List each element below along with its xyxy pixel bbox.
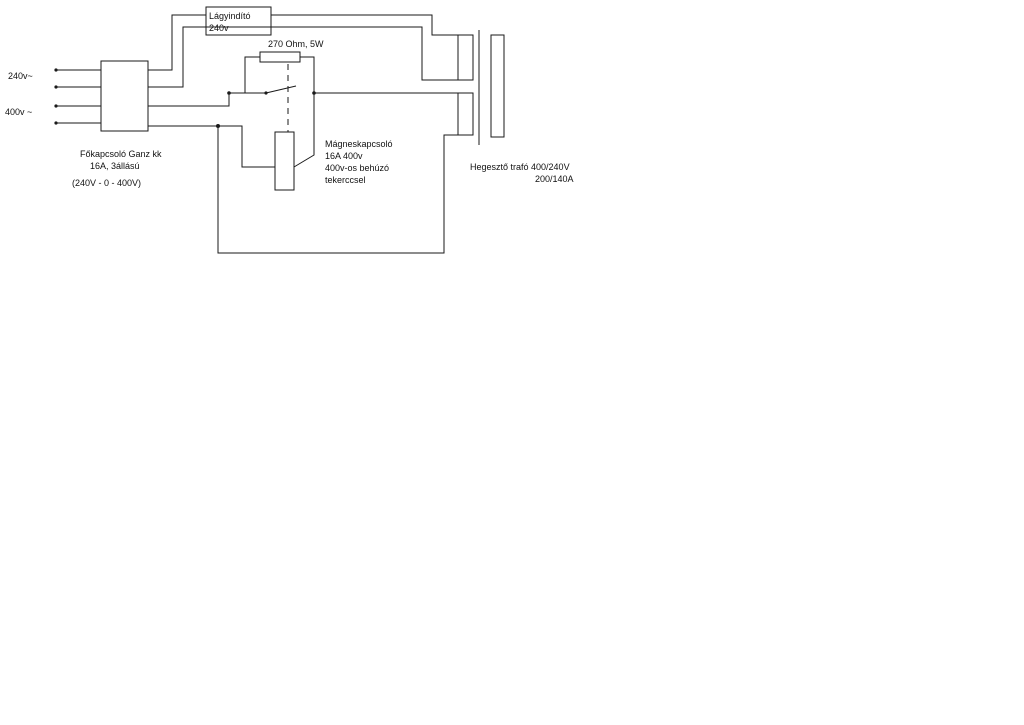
contactor-coil [274,131,295,191]
transformer-winding-lower [457,92,474,136]
main-switch-label-3: (240V - 0 - 400V) [72,178,141,188]
wire-soft-starter-out [271,14,473,36]
transformer-winding-upper [457,34,474,81]
junction-dot [216,124,220,128]
transformer-secondary [490,34,505,138]
wire-to-contact [148,92,266,107]
soft-starter-box [205,6,272,36]
transformer-label-2: 200/140A [535,174,574,184]
contactor-label-4: tekerccsel [325,175,366,185]
input-terminals [54,68,101,125]
contact-dot [264,91,268,95]
wire-coil-return [293,93,315,168]
main-switch-label-1: Főkapcsoló Ganz kk [80,149,162,159]
resistor-lead-right [300,56,315,93]
resistor-symbol [259,51,301,63]
wire-to-soft-starter [148,14,206,71]
junction-dot [227,91,231,95]
contactor-label-1: Mágneskapcsoló [325,139,393,149]
contactor-label-2: 16A 400v [325,151,363,161]
input-240v-label: 240v~ [8,71,33,81]
resistor-label: 270 Ohm, 5W [268,39,324,49]
wire-bottom-loop [148,125,473,254]
wire-coil-feed [218,125,275,168]
main-switch-label-2: 16A, 3állású [90,161,140,171]
wire-return-upper [148,26,473,88]
transformer-label-1: Hegesztő trafó 400/240V [470,162,570,172]
main-switch-box [100,60,149,132]
input-400v-label: 400v ~ [5,107,32,117]
soft-starter-label-2: 240v [209,23,229,33]
resistor-lead-left [244,56,260,93]
circuit-wires [148,14,473,254]
welding-transformer [457,30,505,145]
contact-blade [265,85,297,94]
soft-starter-label-1: Lágyindító [209,11,251,21]
contactor-label-3: 400v-os behúzó [325,163,389,173]
